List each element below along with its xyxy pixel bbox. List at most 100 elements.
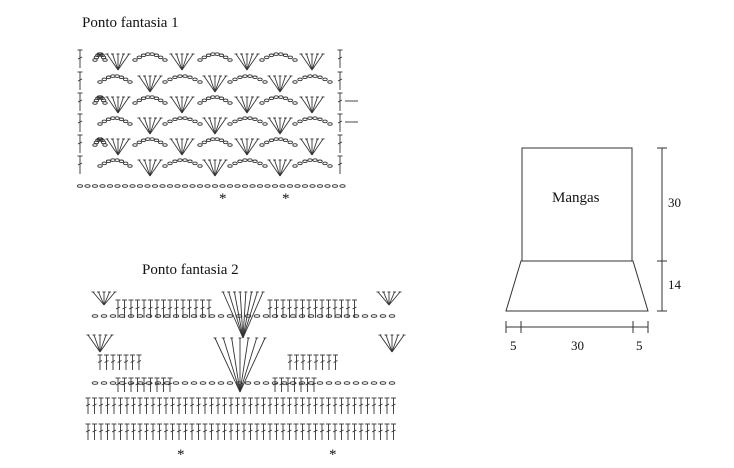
chain-stitch bbox=[287, 55, 293, 60]
treble-stitch bbox=[98, 403, 104, 407]
treble-stitch bbox=[176, 403, 182, 407]
width-center-label: 30 bbox=[571, 338, 584, 353]
chain-stitch bbox=[271, 314, 279, 318]
treble-stitch bbox=[285, 382, 291, 386]
fan-stitch bbox=[242, 291, 264, 339]
chain-stitch bbox=[189, 184, 196, 188]
chain-stitch bbox=[172, 117, 178, 122]
treble-stitch bbox=[141, 382, 147, 386]
chain-stitch bbox=[99, 184, 106, 188]
treble-stitch bbox=[337, 120, 343, 124]
chain-stitch bbox=[316, 184, 324, 188]
fan-stitch bbox=[242, 291, 247, 339]
chain-stitch bbox=[307, 381, 315, 385]
fan-stitch bbox=[112, 96, 119, 114]
chain-stitch bbox=[307, 116, 313, 120]
chain-stitch bbox=[105, 159, 112, 164]
treble-stitch bbox=[300, 403, 305, 407]
chain-stitch bbox=[379, 381, 387, 385]
chain-stitch bbox=[205, 53, 212, 58]
treble-stitch bbox=[161, 306, 166, 310]
chain-stitch bbox=[101, 77, 107, 82]
treble-stitch bbox=[274, 306, 279, 310]
treble-stitch bbox=[339, 403, 344, 407]
treble-stitch bbox=[174, 306, 179, 310]
chain-stitch bbox=[174, 184, 181, 188]
chain-stitch bbox=[127, 381, 135, 385]
chain-stitch bbox=[370, 381, 378, 385]
chain-stitch bbox=[187, 75, 193, 80]
chain-stitch bbox=[136, 314, 144, 318]
fan-stitch bbox=[138, 117, 151, 135]
fan-stitch bbox=[300, 138, 313, 156]
chain-stitch bbox=[97, 80, 103, 84]
width-right-label: 5 bbox=[636, 338, 643, 353]
treble-stitch bbox=[170, 429, 175, 433]
fan-stitch bbox=[170, 53, 183, 71]
fan-stitch bbox=[149, 75, 162, 93]
chain-stitch bbox=[327, 164, 333, 168]
chain-stitch bbox=[259, 143, 265, 147]
treble-stitch bbox=[187, 306, 192, 310]
fan-stitch bbox=[391, 334, 399, 353]
chain-stitch bbox=[211, 184, 219, 188]
chain-stitch bbox=[289, 314, 297, 318]
chain-stitch bbox=[252, 75, 258, 80]
chain-stitch bbox=[282, 53, 289, 58]
treble-stitch bbox=[183, 429, 188, 433]
fan-stitch bbox=[144, 117, 151, 135]
chain-stitch bbox=[204, 184, 211, 188]
fan-stitch bbox=[246, 96, 253, 114]
fan-stitch bbox=[181, 53, 194, 71]
fan-stitch bbox=[311, 138, 318, 156]
chain-stitch bbox=[132, 58, 138, 62]
fan-stitch bbox=[99, 334, 107, 353]
chain-stitch bbox=[145, 52, 151, 56]
treble-stitch bbox=[339, 306, 344, 310]
treble-stitch bbox=[137, 403, 143, 407]
chain-stitch bbox=[101, 161, 107, 166]
chain-stitch bbox=[247, 158, 253, 162]
chain-stitch bbox=[232, 161, 238, 166]
chain-stitch bbox=[197, 80, 203, 84]
chain-stitch bbox=[192, 77, 198, 82]
chain-stitch bbox=[201, 98, 207, 103]
chain-stitch bbox=[76, 184, 84, 188]
chain-stitch bbox=[218, 53, 225, 58]
chain-stitch bbox=[223, 98, 229, 103]
treble-stitch bbox=[352, 403, 357, 407]
fan-stitch bbox=[306, 96, 313, 114]
chain-stitch bbox=[264, 140, 270, 145]
chain-stitch bbox=[97, 122, 103, 126]
chain-stitch bbox=[232, 77, 238, 82]
fan-stitch bbox=[181, 138, 194, 156]
chain-stitch bbox=[223, 55, 229, 60]
fan-stitch bbox=[214, 337, 241, 393]
treble-stitch bbox=[117, 360, 122, 363]
chain-stitch bbox=[388, 381, 396, 385]
fan-stitch bbox=[214, 159, 221, 177]
chain-stitch bbox=[118, 381, 126, 385]
chain-stitch bbox=[297, 161, 303, 166]
fan-stitch bbox=[268, 159, 281, 177]
chain-stitch bbox=[287, 98, 293, 103]
chain-stitch bbox=[129, 184, 136, 188]
chain-stitch bbox=[339, 184, 346, 188]
chain-stitch bbox=[370, 314, 378, 318]
chain-stitch bbox=[307, 158, 313, 162]
chain-stitch bbox=[298, 381, 306, 385]
chain-stitch bbox=[162, 164, 168, 168]
treble-stitch bbox=[141, 306, 147, 310]
chain-stitch bbox=[297, 119, 303, 124]
chain-stitch bbox=[268, 138, 275, 143]
fan-stitch bbox=[170, 138, 183, 156]
fan-stitch bbox=[117, 138, 124, 156]
fan-stitch bbox=[239, 291, 244, 339]
treble-stitch bbox=[306, 429, 312, 433]
chain-stitch bbox=[149, 95, 155, 99]
chain-stitch bbox=[167, 161, 173, 166]
treble-stitch bbox=[241, 429, 247, 433]
chain-stitch bbox=[307, 74, 313, 78]
chain-stitch bbox=[223, 140, 229, 145]
chain-stitch bbox=[282, 138, 289, 143]
